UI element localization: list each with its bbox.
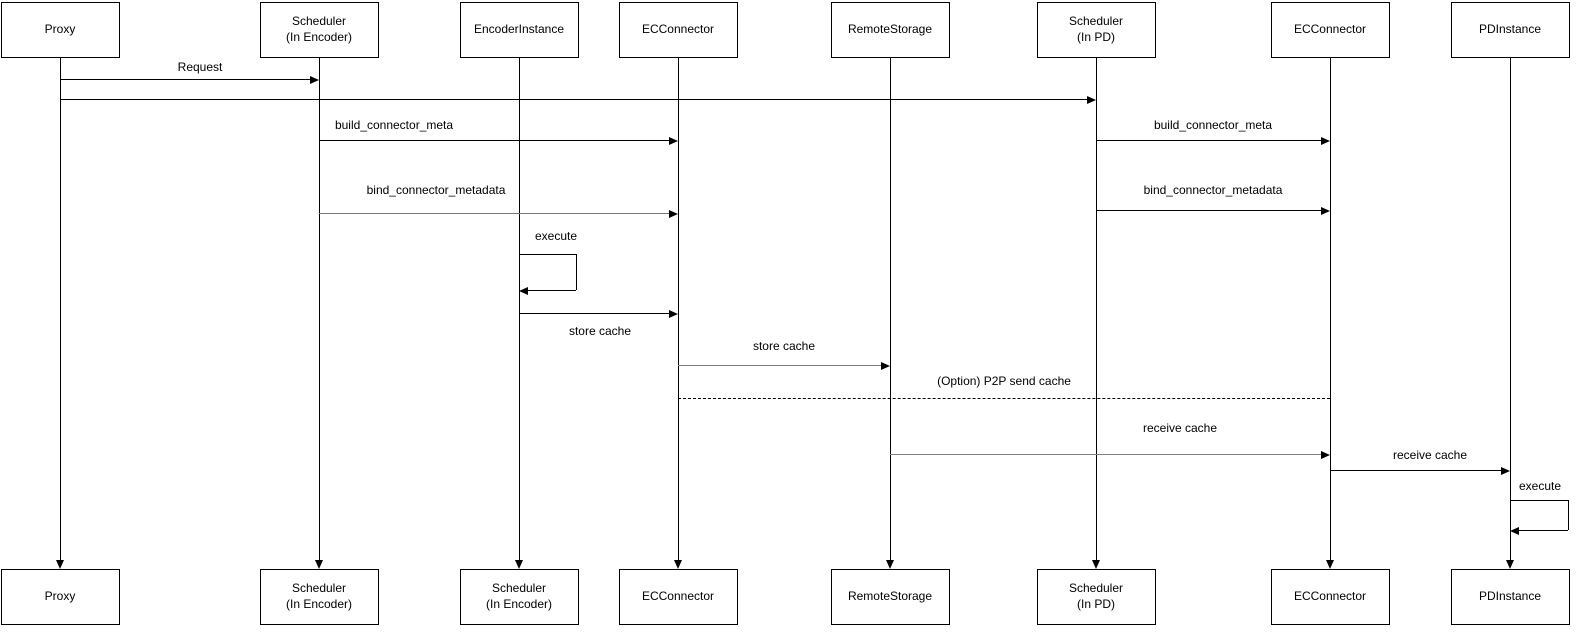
actor-box-bottom-ec-connector-pd: ECConnector bbox=[1270, 569, 1390, 625]
self-message-label-execute-pd-instance: execute bbox=[1518, 479, 1562, 493]
message-arrowhead-build-connector-meta-pd bbox=[1321, 136, 1330, 145]
self-message-bottom-execute-encoder-instance bbox=[527, 290, 576, 291]
self-message-side-execute-pd-instance bbox=[1568, 500, 1569, 530]
message-line-build-connector-meta-pd bbox=[1096, 140, 1322, 141]
message-line-bind-connector-metadata-pd bbox=[1096, 210, 1322, 211]
message-arrowhead-bind-connector-metadata-pd bbox=[1321, 206, 1330, 215]
self-message-label-execute-encoder-instance: execute bbox=[534, 229, 578, 243]
message-label-build-connector-meta-encoder: build_connector_meta bbox=[334, 118, 454, 132]
message-arrowhead-request bbox=[310, 75, 319, 84]
lifeline-end-arrow-ec-connector-encoder bbox=[674, 560, 682, 569]
self-message-arrowhead-execute-encoder-instance bbox=[519, 286, 528, 295]
lifeline-end-arrow-scheduler-pd bbox=[1092, 560, 1100, 569]
message-label-store-cache-ec-connector: store cache bbox=[568, 324, 632, 338]
lifeline-end-arrow-scheduler-encoder bbox=[315, 560, 323, 569]
actor-box-top-scheduler-encoder: Scheduler (In Encoder) bbox=[259, 2, 379, 58]
message-line-build-connector-meta-encoder bbox=[319, 140, 670, 141]
message-arrowhead-build-connector-meta-encoder bbox=[669, 136, 678, 145]
actor-box-top-proxy: Proxy bbox=[0, 2, 120, 58]
actor-box-top-scheduler-pd: Scheduler (In PD) bbox=[1036, 2, 1156, 58]
message-line-receive-cache-ec-connector bbox=[890, 454, 1322, 455]
lifeline-remote-storage bbox=[890, 58, 891, 561]
message-arrowhead-store-cache-ec-connector bbox=[669, 309, 678, 318]
message-label-build-connector-meta-pd: build_connector_meta bbox=[1153, 118, 1273, 132]
lifeline-encoder-instance bbox=[519, 58, 520, 561]
actor-box-top-ec-connector-encoder: ECConnector bbox=[618, 2, 738, 58]
message-arrowhead-bind-connector-metadata-encoder bbox=[669, 209, 678, 218]
lifeline-end-arrow-proxy bbox=[56, 560, 64, 569]
message-label-request: Request bbox=[177, 60, 223, 74]
lifeline-scheduler-pd bbox=[1096, 58, 1097, 561]
actor-box-top-remote-storage: RemoteStorage bbox=[830, 2, 950, 58]
actor-box-bottom-remote-storage: RemoteStorage bbox=[830, 569, 950, 625]
actor-box-bottom-ec-connector-encoder: ECConnector bbox=[618, 569, 738, 625]
message-label-bind-connector-metadata-encoder: bind_connector_metadata bbox=[366, 183, 506, 197]
actor-box-bottom-proxy: Proxy bbox=[0, 569, 120, 625]
lifeline-ec-connector-encoder bbox=[678, 58, 679, 561]
actor-box-bottom-scheduler-pd: Scheduler (In PD) bbox=[1036, 569, 1156, 625]
actor-box-top-ec-connector-pd: ECConnector bbox=[1270, 2, 1390, 58]
message-arrowhead-receive-cache-ec-connector bbox=[1321, 450, 1330, 459]
actor-box-bottom-encoder-instance: Scheduler (In Encoder) bbox=[459, 569, 579, 625]
self-message-top-execute-encoder-instance bbox=[519, 254, 576, 255]
lifeline-end-arrow-remote-storage bbox=[886, 560, 894, 569]
self-message-top-execute-pd-instance bbox=[1510, 500, 1568, 501]
message-arrowhead-store-cache-remote-storage bbox=[881, 361, 890, 370]
message-label-receive-cache-pd-instance: receive cache bbox=[1392, 448, 1468, 462]
message-line-store-cache-ec-connector bbox=[519, 313, 670, 314]
message-line-proxy-to-scheduler-pd bbox=[60, 99, 1088, 100]
self-message-arrowhead-execute-pd-instance bbox=[1510, 526, 1519, 535]
lifeline-end-arrow-encoder-instance bbox=[515, 560, 523, 569]
lifeline-end-arrow-pd-instance bbox=[1506, 560, 1514, 569]
message-label-receive-cache-ec-connector: receive cache bbox=[1142, 421, 1218, 435]
message-label-p2p-send-cache: (Option) P2P send cache bbox=[937, 374, 1071, 388]
message-line-p2p-send-cache bbox=[678, 398, 1330, 399]
lifeline-scheduler-encoder bbox=[319, 58, 320, 561]
actor-box-bottom-pd-instance: PDInstance bbox=[1450, 569, 1570, 625]
self-message-bottom-execute-pd-instance bbox=[1518, 530, 1568, 531]
message-arrowhead-receive-cache-pd-instance bbox=[1501, 466, 1510, 475]
message-line-store-cache-remote-storage bbox=[678, 365, 882, 366]
actor-box-bottom-scheduler-encoder: Scheduler (In Encoder) bbox=[259, 569, 379, 625]
message-line-bind-connector-metadata-encoder bbox=[319, 213, 670, 214]
message-label-bind-connector-metadata-pd: bind_connector_metadata bbox=[1143, 183, 1283, 197]
message-line-receive-cache-pd-instance bbox=[1330, 470, 1502, 471]
lifeline-ec-connector-pd bbox=[1330, 58, 1331, 561]
lifeline-pd-instance bbox=[1510, 58, 1511, 561]
message-label-store-cache-remote-storage: store cache bbox=[752, 339, 816, 353]
actor-box-top-pd-instance: PDInstance bbox=[1450, 2, 1570, 58]
message-arrowhead-proxy-to-scheduler-pd bbox=[1087, 95, 1096, 104]
message-line-request bbox=[60, 79, 311, 80]
actor-box-top-encoder-instance: EncoderInstance bbox=[459, 2, 579, 58]
self-message-side-execute-encoder-instance bbox=[576, 254, 577, 290]
lifeline-proxy bbox=[60, 58, 61, 561]
lifeline-end-arrow-ec-connector-pd bbox=[1326, 560, 1334, 569]
